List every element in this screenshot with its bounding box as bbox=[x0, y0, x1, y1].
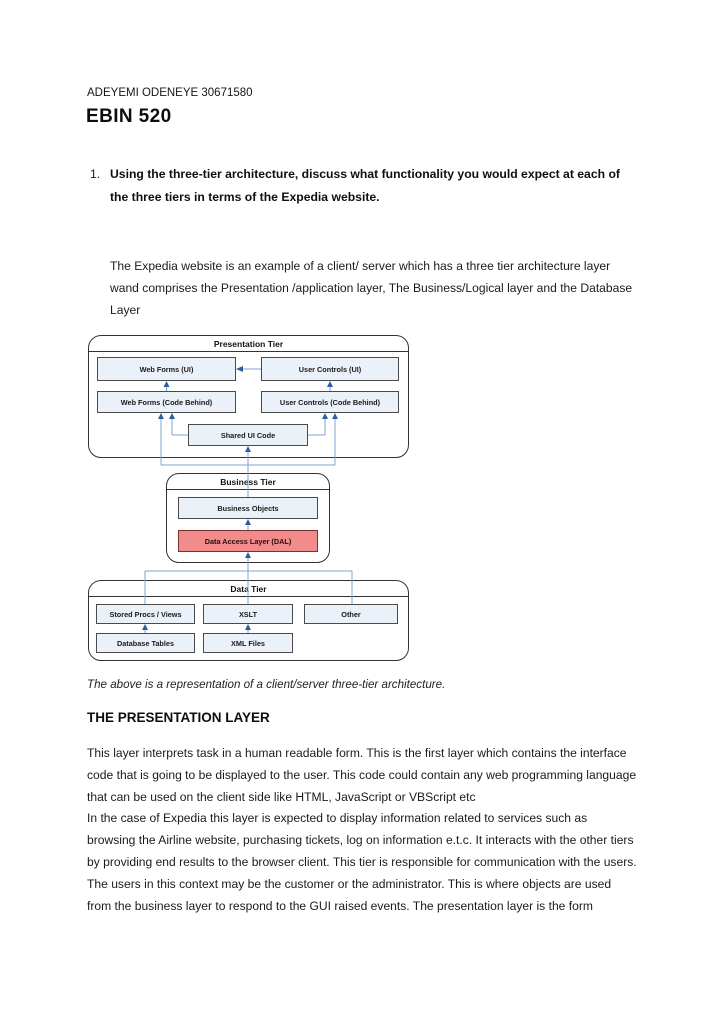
box-xslt: XSLT bbox=[203, 604, 293, 624]
box-other: Other bbox=[304, 604, 398, 624]
box-stored-procs-views: Stored Procs / Views bbox=[96, 604, 195, 624]
presentation-tier-title: Presentation Tier bbox=[89, 336, 408, 352]
box-user-controls-code-behind: User Controls (Code Behind) bbox=[261, 391, 399, 413]
diagram-caption: The above is a representation of a clien… bbox=[87, 678, 446, 691]
box-web-forms-code-behind: Web Forms (Code Behind) bbox=[97, 391, 236, 413]
question-item: 1. Using the three-tier architecture, di… bbox=[90, 163, 638, 209]
page-title: EBIN 520 bbox=[86, 106, 172, 127]
question-number: 1. bbox=[90, 167, 101, 181]
section-heading: THE PRESENTATION LAYER bbox=[87, 710, 270, 725]
three-tier-architecture-diagram: Presentation Tier Business Tier Data Tie… bbox=[85, 332, 411, 663]
box-xml-files: XML Files bbox=[203, 633, 293, 653]
box-database-tables: Database Tables bbox=[96, 633, 195, 653]
box-data-access-layer: Data Access Layer (DAL) bbox=[178, 530, 318, 552]
student-name: ADEYEMI ODENEYE 30671580 bbox=[87, 87, 253, 99]
box-web-forms-ui: Web Forms (UI) bbox=[97, 357, 236, 381]
body-text: This layer interprets task in a human re… bbox=[87, 743, 637, 917]
box-shared-ui-code: Shared UI Code bbox=[188, 424, 308, 446]
business-tier-title: Business Tier bbox=[167, 474, 329, 490]
box-user-controls-ui: User Controls (UI) bbox=[261, 357, 399, 381]
intro-paragraph: The Expedia website is an example of a c… bbox=[110, 259, 633, 317]
box-business-objects: Business Objects bbox=[178, 497, 318, 519]
question-text: Using the three-tier architecture, discu… bbox=[110, 167, 620, 204]
body-paragraph-1: This layer interprets task in a human re… bbox=[87, 746, 637, 804]
body-paragraph-2: In the case of Expedia this layer is exp… bbox=[87, 811, 637, 913]
data-tier-title: Data Tier bbox=[89, 581, 408, 597]
